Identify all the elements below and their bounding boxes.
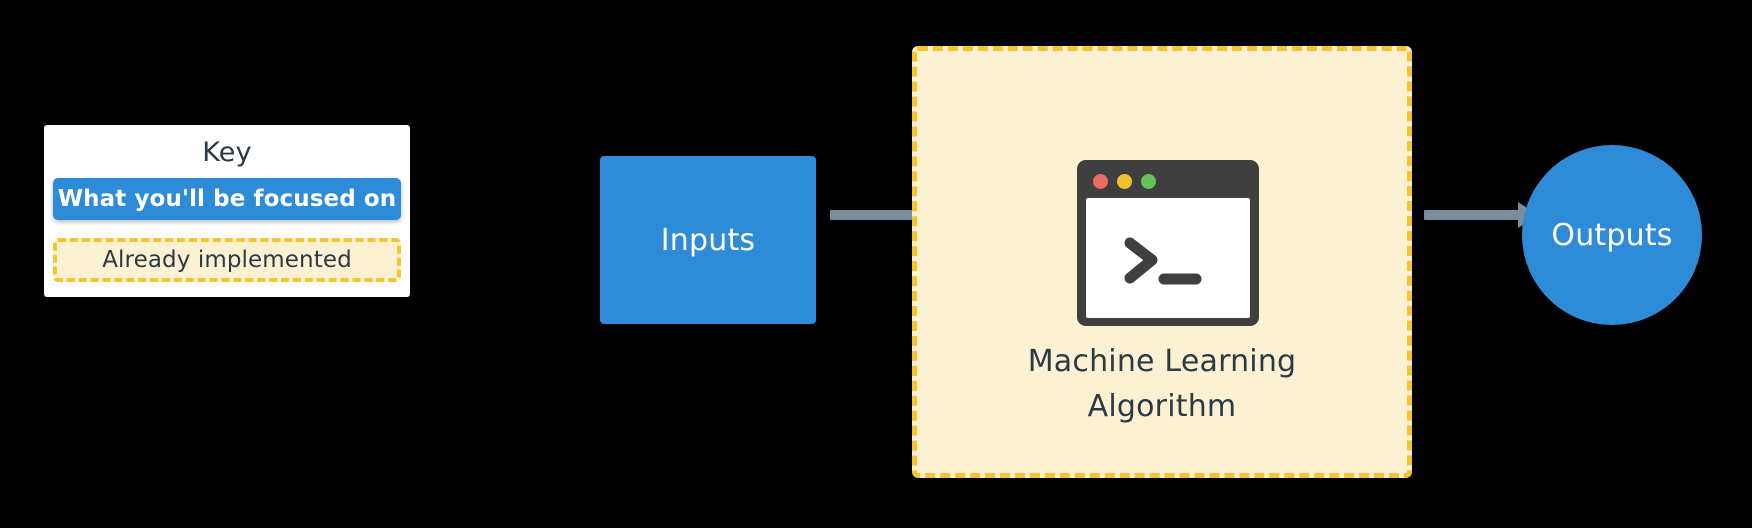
key-panel-title: Key — [202, 137, 252, 168]
arrow-algorithm-to-outputs — [1424, 202, 1538, 228]
ml-caption-line-1: Machine Learning — [1027, 344, 1297, 379]
terminal-maximize-dot-icon — [1141, 173, 1156, 189]
terminal-icon — [1077, 160, 1259, 326]
terminal-prompt-icon — [1124, 237, 1202, 285]
machine-learning-algorithm-node: Machine Learning Algorithm — [912, 46, 1412, 478]
ml-caption-line-2: Algorithm — [1087, 389, 1237, 424]
arrow-shaft — [1424, 210, 1520, 220]
terminal-minimize-dot-icon — [1117, 173, 1132, 189]
inputs-node: Inputs — [600, 156, 816, 324]
outputs-node: Outputs — [1522, 145, 1702, 325]
key-legend-panel: Key What you'll be focused on Already im… — [44, 125, 410, 297]
terminal-titlebar — [1085, 168, 1251, 194]
inputs-node-label: Inputs — [660, 222, 756, 258]
terminal-screen — [1086, 198, 1250, 318]
terminal-close-dot-icon — [1093, 173, 1108, 189]
legend-item-implemented: Already implemented — [53, 238, 401, 282]
machine-learning-algorithm-caption: Machine Learning Algorithm — [917, 339, 1407, 429]
legend-item-implemented-label: Already implemented — [102, 247, 352, 273]
arrow-shaft — [830, 210, 932, 220]
legend-item-focused-label: What you'll be focused on — [57, 186, 397, 212]
outputs-node-label: Outputs — [1551, 217, 1673, 253]
legend-item-focused: What you'll be focused on — [53, 178, 401, 220]
